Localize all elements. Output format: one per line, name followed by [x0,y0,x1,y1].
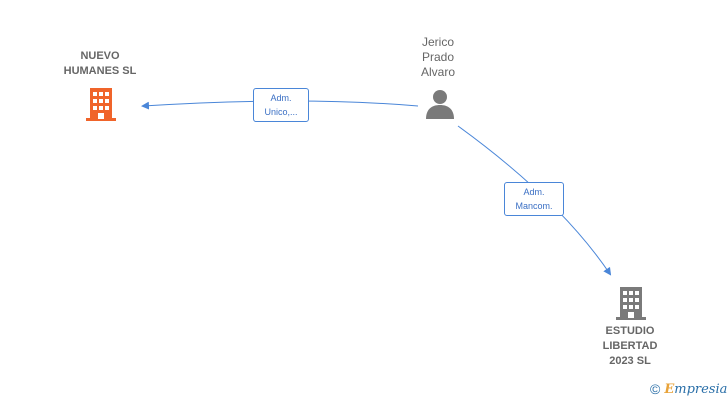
edge-label-line1: Adm. [270,93,292,103]
building-icon[interactable] [84,84,118,122]
building-icon[interactable] [614,283,648,321]
brand-initial: E [664,381,675,397]
brand-rest: mpresia [674,381,728,397]
node-label-nuevo-humanes: NUEVO HUMANES SL [63,50,137,77]
copyright-icon: © [650,381,661,397]
person-icon[interactable] [424,88,456,120]
empresia-watermark[interactable]: © Empresia [650,379,727,399]
edge-label-line1: Adm. [523,187,545,197]
node-label-jerico: Jerico Prado Alvaro [420,35,455,79]
edge-label-line2: Mancom. [515,201,553,211]
brand-logo: Empresia [664,382,727,397]
edge-label-line2: Unico,... [264,107,298,117]
edge-label-adm-unico[interactable]: Adm. Unico,... [253,88,309,122]
edge-label-adm-mancom[interactable]: Adm. Mancom. [504,182,564,216]
node-label-estudio-libertad: ESTUDIO LIBERTAD 2023 SL [602,325,658,367]
